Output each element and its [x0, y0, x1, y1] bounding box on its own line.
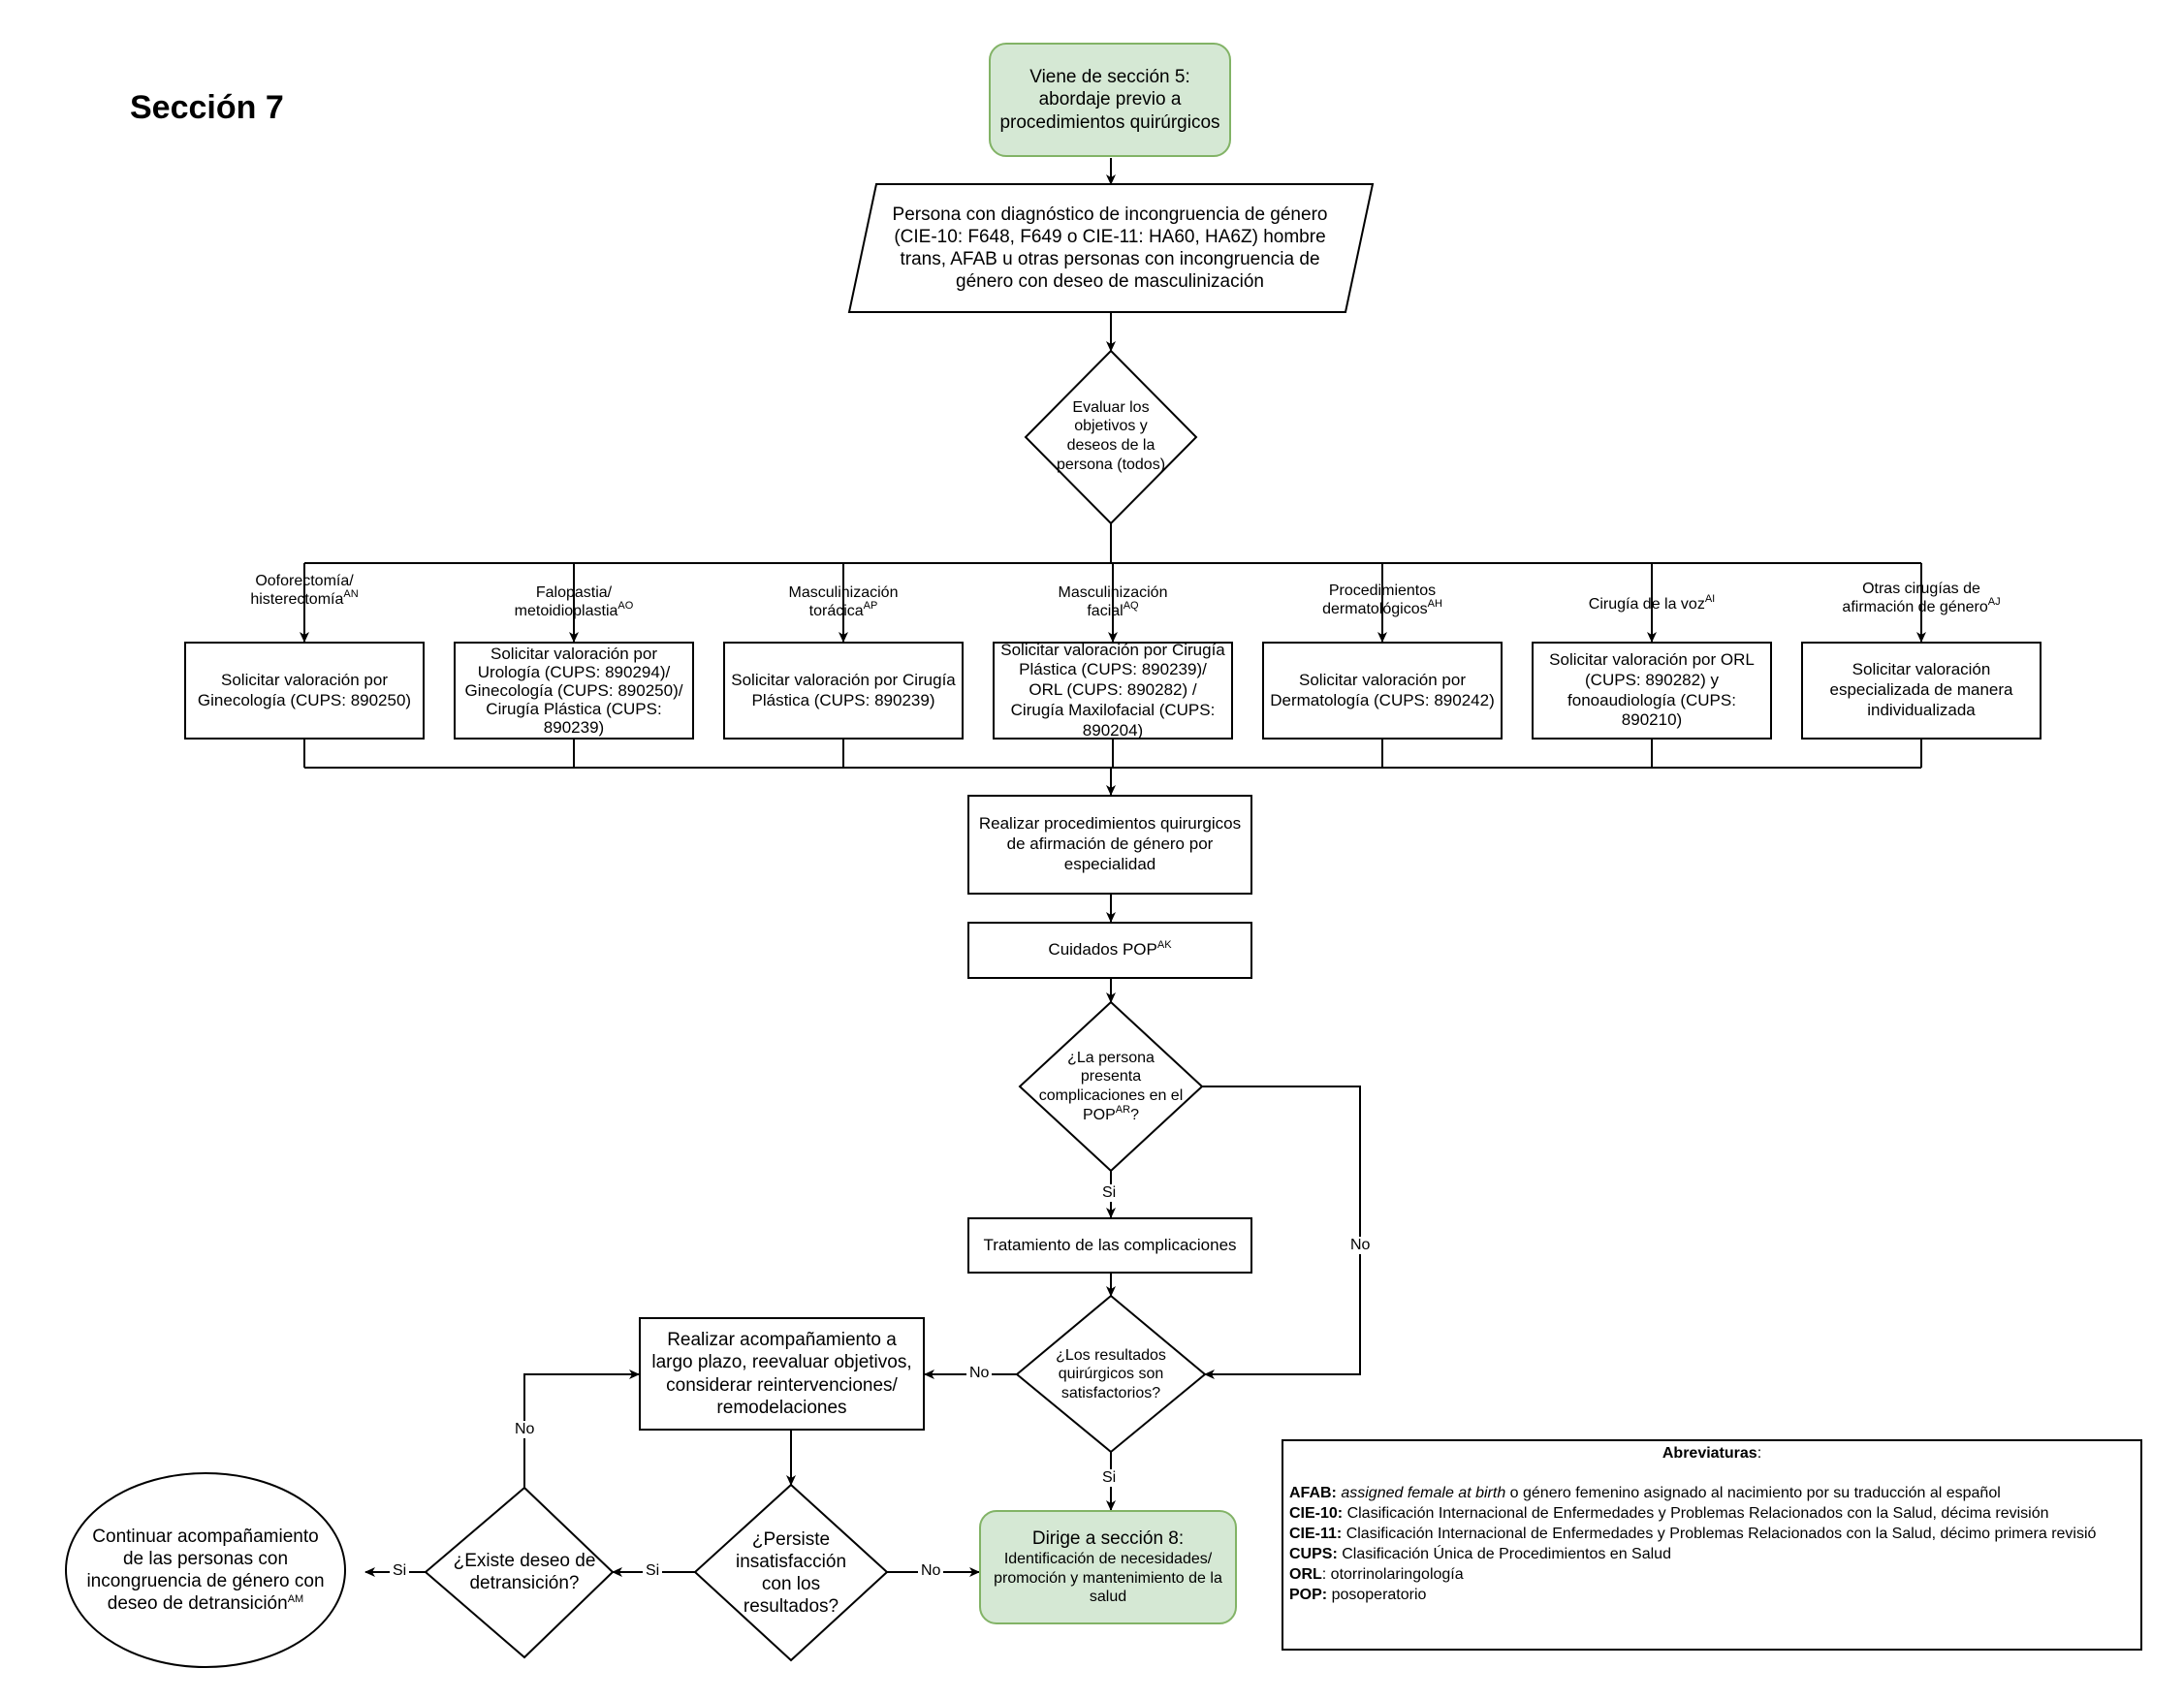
branch-label-6: Otras cirugías de afirmación de géneroAJ — [1842, 581, 2001, 616]
abbr-row-orl: ORL: otorrinolaringología — [1289, 1566, 1464, 1583]
detransicion-diamond — [424, 1486, 615, 1659]
abbr-row-cie10: CIE-10: Clasificación Internacional de E… — [1289, 1505, 2049, 1522]
branch-label-3: Masculinización facialAQ — [1058, 584, 1168, 620]
abbreviations-box: Abreviaturas: AFAB: assigned female at b… — [1282, 1439, 2142, 1651]
edge-label-no-complicaciones: No — [1347, 1237, 1374, 1254]
complicaciones-text: ¿La persona presenta complicaciones en e… — [1038, 1049, 1184, 1123]
continuar-ellipse — [65, 1472, 346, 1668]
abbr-row-cups: CUPS: Clasificación Única de Procedimien… — [1289, 1546, 1671, 1562]
abbreviations-heading: Abreviaturas — [1662, 1445, 1757, 1462]
edge-label-no-persiste: No — [918, 1562, 944, 1580]
persiste-text: ¿Persiste insatisfacción con los resulta… — [735, 1528, 847, 1618]
abbr-row-pop: POP: posoperatorio — [1289, 1587, 1427, 1603]
branch-label-0: Ooforectomía/ histerectomíaAN — [250, 573, 359, 609]
branch-box-3: Solicitar valoración por Cirugía Plástic… — [993, 641, 1233, 740]
complicaciones-diamond — [1018, 1000, 1204, 1173]
branch-box-4: Solicitar valoración por Dermatología (C… — [1262, 642, 1503, 740]
section8-box: Dirige a sección 8: Identificación de ne… — [979, 1510, 1237, 1624]
section8-title: Dirige a sección 8: — [1031, 1528, 1185, 1550]
edge-label-si-resultados: Si — [1099, 1469, 1120, 1487]
from-section5-box: Viene de sección 5: abordaje previo a pr… — [989, 43, 1231, 157]
evaluar-diamond — [1024, 349, 1198, 525]
branch-label-1: Falopastia/ metoidioplastiaAO — [514, 584, 634, 620]
edge-label-si-complicaciones: Si — [1099, 1184, 1120, 1202]
resultados-text: ¿Los resultados quirúrgicos son satisfac… — [1056, 1346, 1166, 1401]
persona-parallelogram — [847, 183, 1375, 313]
section8-body: Identificación de necesidades/ promoción… — [994, 1551, 1222, 1606]
abbr-row-afab: AFAB: assigned female at birth o género … — [1289, 1485, 2001, 1501]
acompanamiento-box: Realizar acompañamiento a largo plazo, r… — [639, 1317, 925, 1431]
persona-label: Persona con diagnóstico de incongruencia… — [892, 204, 1328, 293]
continuar-text: Continuar acompañamiento de las personas… — [86, 1526, 325, 1615]
realizar-box: Realizar procedimientos quirurgicos de a… — [967, 795, 1252, 895]
resultados-diamond — [1015, 1294, 1207, 1454]
tratamiento-box: Tratamiento de las complicaciones — [967, 1217, 1252, 1274]
section-title: Sección 7 — [130, 89, 284, 126]
branch-label-2: Masculinización torácicaAP — [788, 584, 899, 620]
detransicion-text: ¿Existe deseo de detransición? — [453, 1550, 596, 1593]
branch-box-5: Solicitar valoración por ORL (CUPS: 8902… — [1532, 642, 1772, 740]
edge-label-no-detransicion: No — [512, 1421, 538, 1438]
edge-label-no-resultados: No — [966, 1365, 993, 1382]
branch-label-4: Procedimientos dermatológicosAH — [1322, 582, 1442, 618]
edge-label-si-detransicion: Si — [390, 1562, 410, 1580]
branch-box-1: Solicitar valoración por Urología (CUPS:… — [454, 642, 694, 740]
persona-text: Persona con diagnóstico de incongruencia… — [872, 188, 1347, 308]
edge-label-si-persiste: Si — [643, 1562, 663, 1580]
evaluar-text: Evaluar los objetivos y deseos de la per… — [1033, 388, 1188, 485]
persiste-diamond — [693, 1483, 889, 1662]
branch-box-0: Solicitar valoración por Ginecología (CU… — [184, 642, 425, 740]
branch-box-2: Solicitar valoración por Cirugía Plástic… — [723, 642, 964, 740]
cuidados-box: Cuidados POPAK — [967, 922, 1252, 979]
branch-label-5: Cirugía de la vozAI — [1588, 593, 1716, 614]
branch-box-6: Solicitar valoración especializada de ma… — [1801, 642, 2042, 740]
evaluar-label: Evaluar los objetivos y deseos de la per… — [1056, 398, 1166, 473]
abbr-row-cie11: CIE-11: Clasificación Internacional de E… — [1289, 1526, 2097, 1542]
from-section5-text: Viene de sección 5: abordaje previo a pr… — [999, 67, 1220, 133]
